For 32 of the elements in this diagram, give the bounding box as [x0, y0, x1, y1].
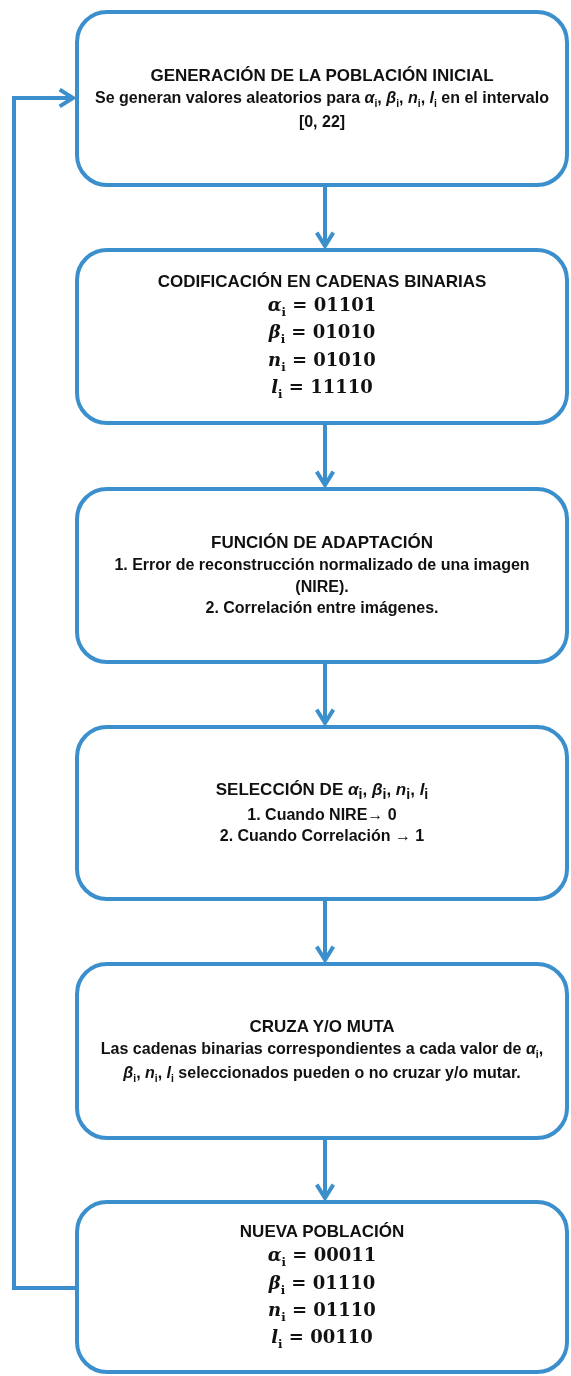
arrow — [314, 425, 336, 487]
process-box — [75, 487, 569, 664]
box-text: α$_{i}$ = 00011 — [267, 1243, 377, 1271]
arrow — [314, 187, 336, 248]
box-title: SELECCIÓN DE α$_{i}$, β$_{i}$, n$_{i}$, l$_{i}$ — [215, 779, 429, 804]
box-text: β$_{i}$ = 01110 — [268, 1270, 376, 1299]
arrow — [314, 664, 336, 725]
process-box — [75, 10, 569, 187]
arrow — [12, 87, 75, 1290]
box-title: FUNCIÓN DE ADAPTACIÓN — [211, 532, 433, 555]
process-box — [75, 725, 569, 901]
box-title: CODIFICACIÓN EN CADENAS BINARIAS — [157, 270, 487, 293]
box-text: l$_{i}$ = 00110 — [271, 1325, 373, 1353]
process-box — [75, 962, 569, 1140]
box-text: α$_{i}$ = 01101 — [267, 292, 377, 321]
box-text: 1. Error de reconstrucción normalizado de una imagen (NIRE). — [113, 555, 531, 597]
box-text: n$_{i}$ = 01110 — [268, 1298, 376, 1326]
box-text: Las cadenas binarias correspondientes a cada valor de α$_{i}$, β$_{i}$, n$_{i}$, l$_{i}$ seleccionados pueden o no cruzar y/o mutar. — [99, 1038, 545, 1087]
box-text: n$_{i}$ = 01010 — [268, 347, 376, 375]
box-text: β$_{i}$ = 01010 — [268, 320, 376, 348]
arrow — [314, 901, 336, 962]
box-text: 2. Cuando Correlación → 1 — [219, 826, 425, 847]
arrow — [314, 1140, 336, 1200]
box-text: Se generan valores aleatorios para α$_{i}$, β$_{i}$, n$_{i}$, l$_{i}$ en el intervalo [0, 22] — [94, 87, 550, 132]
box-text: 1. Cuando NIRE→ 0 — [247, 804, 397, 825]
process-box — [75, 1200, 569, 1374]
box-title: CRUZA Y/O MUTA — [249, 1015, 395, 1038]
box-text: 2. Correlación entre imágenes. — [205, 598, 439, 619]
box-title: NUEVA POBLACIÓN — [239, 1221, 405, 1244]
process-box — [75, 248, 569, 425]
box-title: GENERACIÓN DE LA POBLACIÓN INICIAL — [150, 64, 494, 87]
box-text: l$_{i}$ = 11110 — [271, 374, 373, 403]
